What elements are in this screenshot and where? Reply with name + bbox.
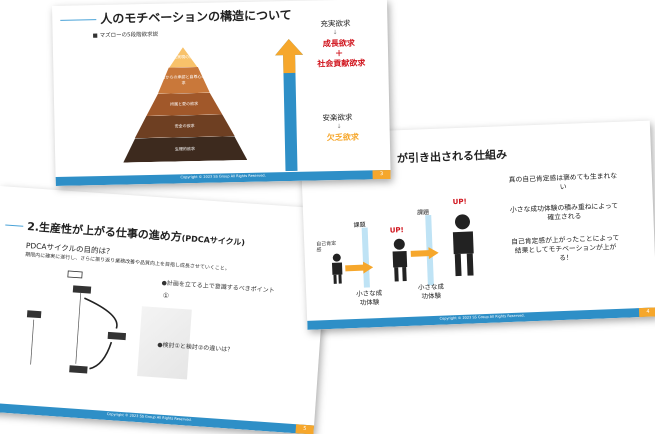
slide3-title-sub: (PDCAサイクル) bbox=[181, 233, 246, 248]
pdca-arrow-1 bbox=[84, 297, 118, 329]
slide3-page-number: 5 bbox=[295, 424, 315, 434]
title-accent-line bbox=[5, 224, 24, 227]
pyramid-tier-1: 自己実現の欲求 bbox=[169, 47, 197, 68]
slide1-subtitle: ■ マズローの5段階欲求説 bbox=[92, 31, 159, 40]
pdca-cycle-diagram bbox=[26, 270, 127, 374]
bullet-plan-points: ●計画を立てる上で意識するべきポイント bbox=[161, 279, 275, 295]
pdca-arrow-2 bbox=[89, 341, 113, 370]
slide2-page-number: 4 bbox=[638, 307, 655, 318]
slide-mechanism[interactable]: が引き出される仕組み 自己肯定感 課題 UP! 課題 UP! 小さな成功体験 小… bbox=[300, 120, 655, 330]
text-true-self-esteem: 真の自己肯定感は褒めても生まれない bbox=[508, 171, 618, 192]
text-motivation-up: 自己肯定感が上がったことによって結果としてモチベーションが上がる！ bbox=[511, 233, 620, 263]
pdca-box-action bbox=[107, 331, 127, 341]
arrow-right-icon bbox=[345, 261, 374, 274]
label-small-success-2: 小さな成功体験 bbox=[417, 282, 445, 301]
pdca-box-check bbox=[26, 310, 42, 319]
pyramid-tier-5: 生理的欲求 bbox=[123, 136, 247, 163]
slide3-title: 2.生産性が上がる仕事の進め方 bbox=[26, 220, 183, 244]
slide3-footer: Copyright © 2023 SS Group All Rights Res… bbox=[0, 402, 315, 434]
slide-pdca[interactable]: 2.生産性が上がる仕事の進め方(PDCAサイクル) PDCAサイクルの目的は？ … bbox=[0, 186, 330, 434]
pyramid-tier-3: 所属と愛の欲求 bbox=[146, 92, 222, 116]
pdca-box-plan bbox=[67, 270, 83, 279]
arrow-down-1: ↓ bbox=[332, 29, 338, 37]
label-up-1: UP! bbox=[389, 226, 404, 235]
label-social: 社会貢献欲求 bbox=[317, 58, 366, 69]
arrow-right-icon bbox=[410, 247, 439, 260]
label-fulfillment: 充実欲求 bbox=[320, 18, 351, 29]
slide2-footer: Copyright © 2023 SS Group All Rights Res… bbox=[307, 307, 655, 330]
pdca-box-result bbox=[69, 365, 88, 374]
pyramid-tier-4: 安全の欲求 bbox=[134, 114, 234, 138]
pyramid-tier-2: 他者からの承認と自尊心の欲求 bbox=[157, 67, 210, 94]
point-1: ① bbox=[162, 291, 170, 301]
slide-maslow[interactable]: 人のモチベーションの構造について ■ マズローの5段階欲求説 自己実現の欲求 他… bbox=[52, 0, 391, 186]
slide1-title: 人のモチベーションの構造について bbox=[100, 7, 292, 26]
slide1-page-number: 3 bbox=[372, 169, 391, 180]
person-medium-icon bbox=[392, 238, 408, 282]
maslow-pyramid: 自己実現の欲求 他者からの承認と自尊心の欲求 所属と愛の欲求 安全の欲求 生理的… bbox=[119, 46, 247, 49]
title-accent-line bbox=[60, 19, 97, 21]
text-small-success: 小さな成功体験の積み重ねによって確立される bbox=[509, 201, 619, 222]
person-small-icon bbox=[331, 253, 343, 284]
label-comfort: 安楽欲求 bbox=[322, 112, 353, 123]
slide2-title: が引き出される仕組み bbox=[396, 148, 508, 166]
arrow-up-icon bbox=[275, 39, 304, 172]
task-bar-1 bbox=[361, 227, 370, 288]
label-small-success-1: 小さな成功体験 bbox=[356, 288, 383, 307]
label-lack: 欠乏欲求 bbox=[326, 132, 359, 143]
person-large-icon bbox=[452, 214, 474, 277]
pdca-axis bbox=[75, 292, 82, 364]
pdca-box-do bbox=[72, 285, 92, 294]
label-self-esteem: 自己肯定感 bbox=[316, 240, 337, 254]
arrow-down-2: ↓ bbox=[336, 122, 342, 131]
pdca-link bbox=[30, 319, 35, 365]
label-task-2: 課題 bbox=[416, 209, 430, 217]
label-up-2: UP! bbox=[452, 197, 467, 207]
label-task-1: 課題 bbox=[353, 221, 366, 230]
